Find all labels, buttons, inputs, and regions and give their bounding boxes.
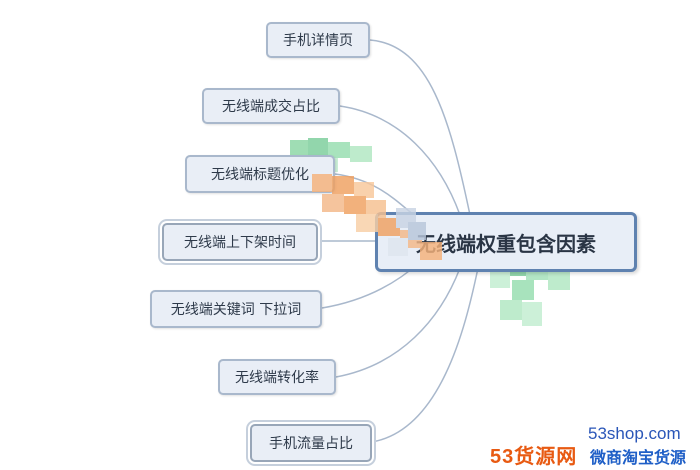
connector-6: [335, 267, 461, 378]
branch-label-2: 无线端成交占比: [222, 99, 320, 115]
connector-2: [339, 105, 461, 216]
connector-7: [371, 267, 479, 443]
branch-label-1: 手机详情页: [283, 33, 353, 49]
branch-node-5[interactable]: 无线端关键词 下拉词: [150, 290, 322, 328]
watermark-tagline: 微商淘宝货源: [590, 450, 687, 467]
branch-node-6[interactable]: 无线端转化率: [218, 359, 336, 395]
branch-node-1[interactable]: 手机详情页: [266, 22, 370, 58]
branch-node-7[interactable]: 手机流量占比: [250, 424, 372, 462]
connector-1: [369, 39, 471, 216]
branch-label-7: 手机流量占比: [269, 436, 353, 452]
central-topic[interactable]: 无线端权重包含因素: [375, 212, 637, 272]
branch-node-2[interactable]: 无线端成交占比: [202, 88, 340, 124]
branch-label-4: 无线端上下架时间: [184, 235, 296, 251]
branch-label-6: 无线端转化率: [235, 370, 319, 386]
branch-label-3: 无线端标题优化: [211, 167, 309, 183]
branch-node-3[interactable]: 无线端标题优化: [185, 155, 335, 193]
watermark-domain: 53shop.com: [588, 424, 681, 443]
branch-node-4[interactable]: 无线端上下架时间: [162, 223, 318, 261]
central-topic-label: 无线端权重包含因素: [416, 231, 596, 256]
branch-label-5: 无线端关键词 下拉词: [170, 302, 302, 318]
watermark-brand: 53货源网: [490, 446, 578, 468]
